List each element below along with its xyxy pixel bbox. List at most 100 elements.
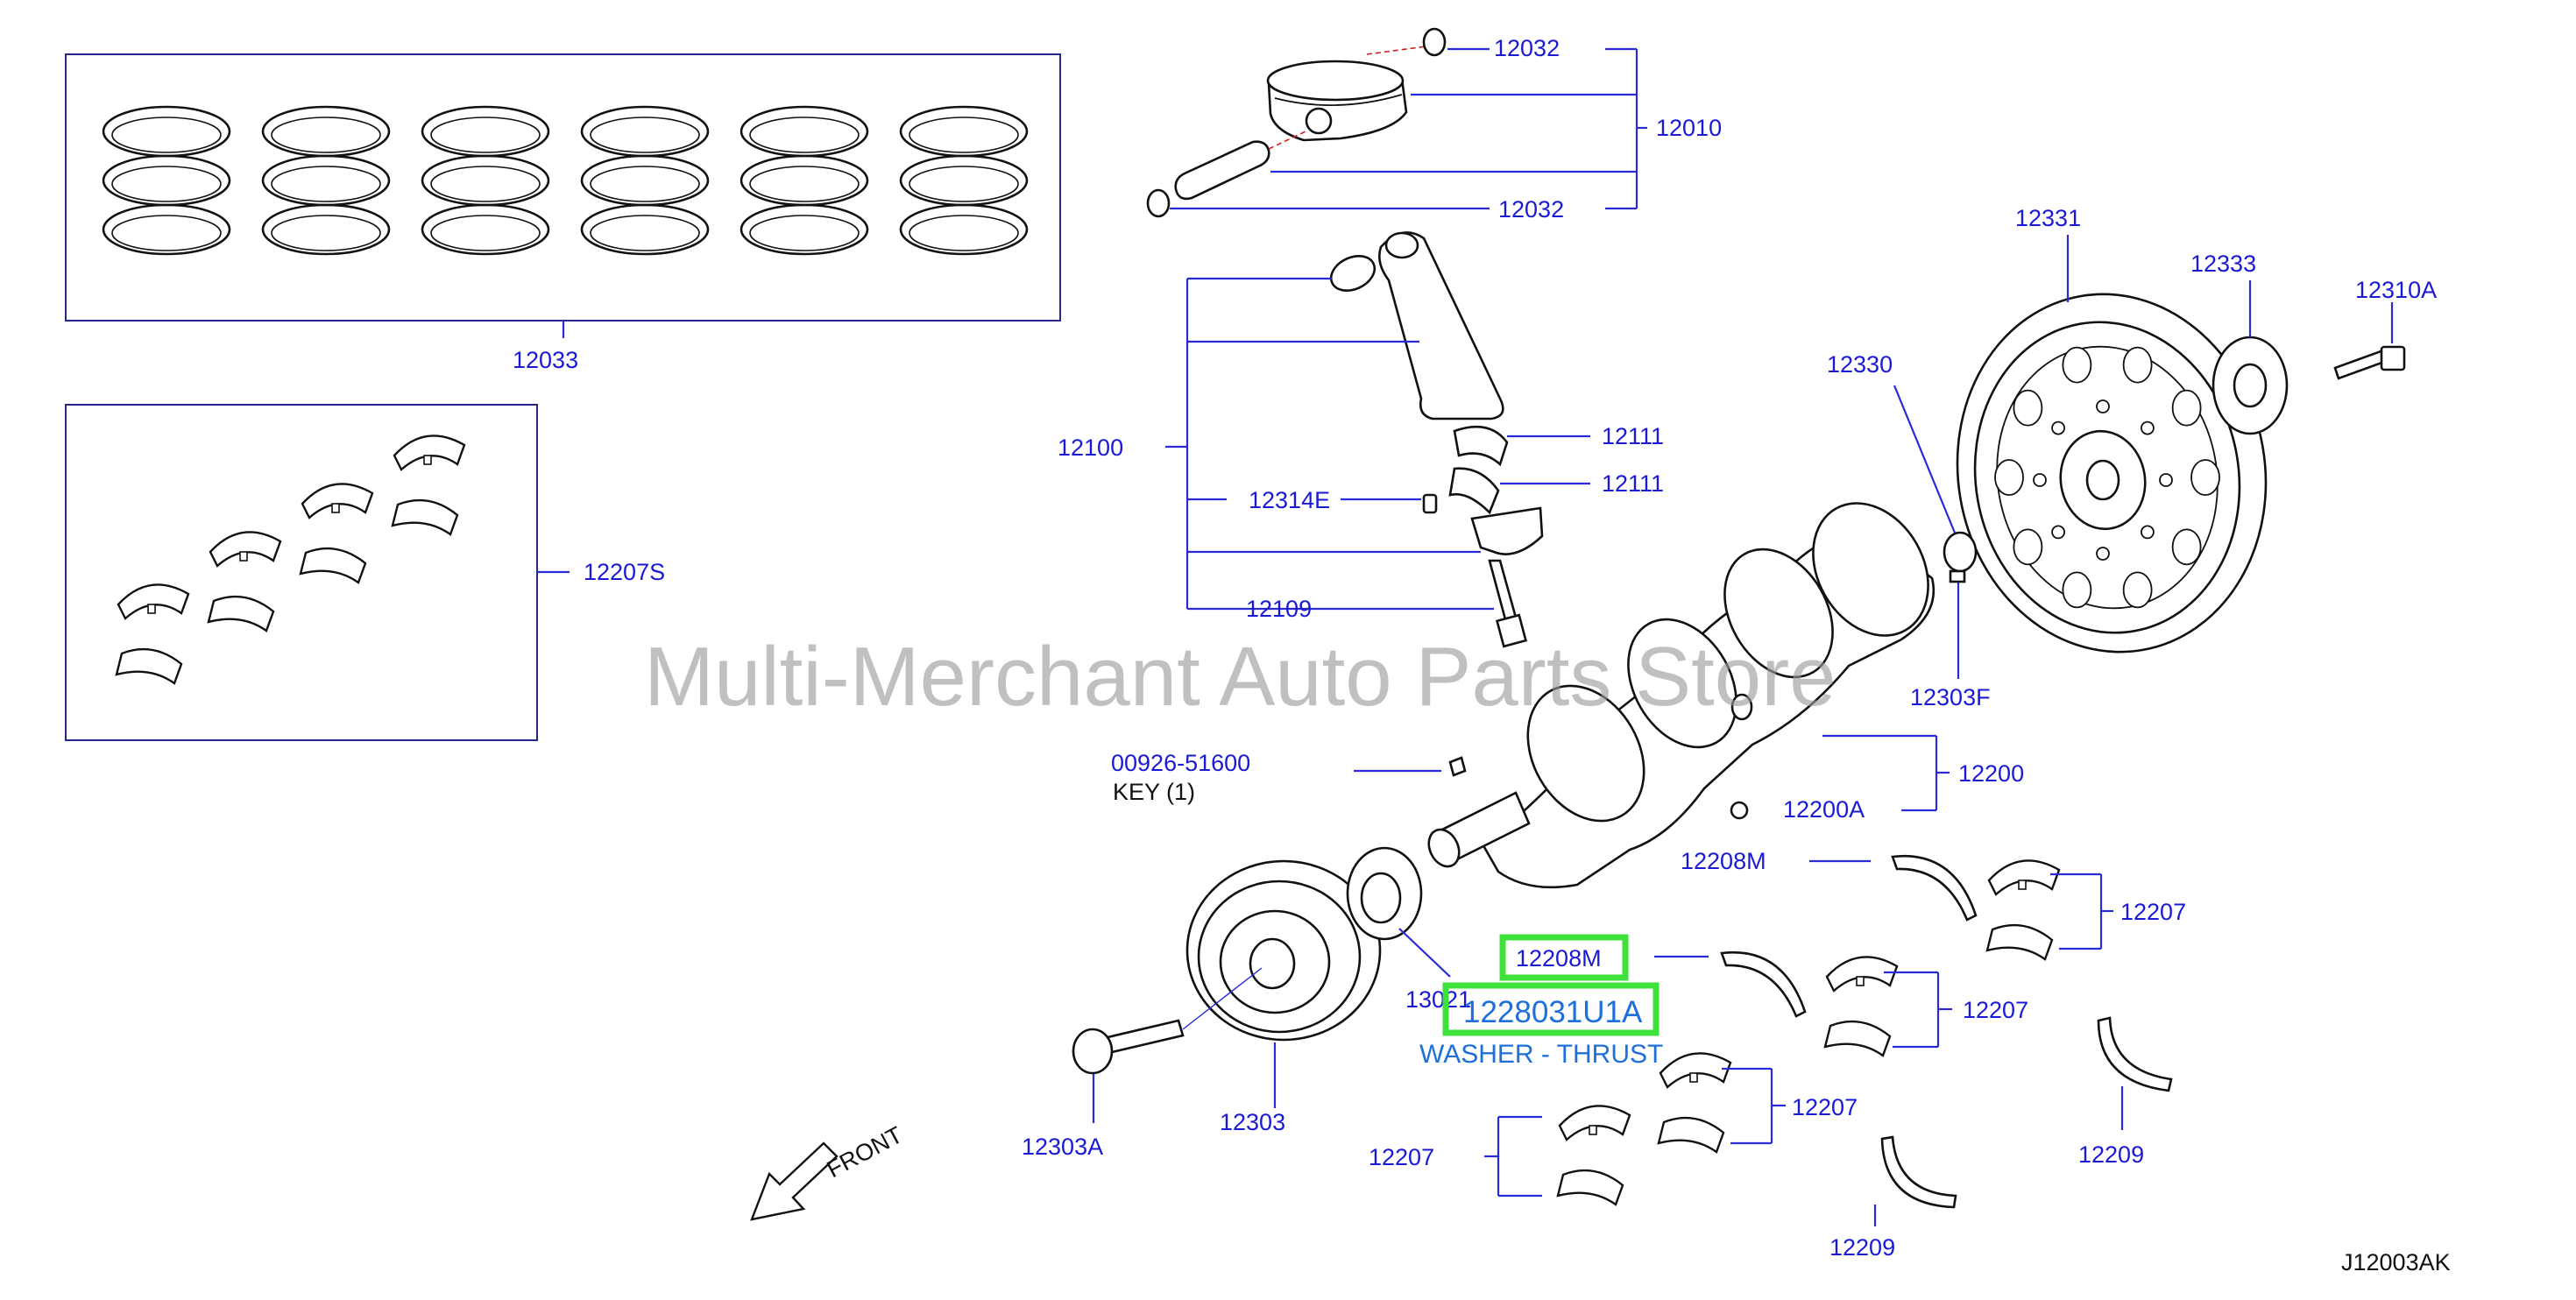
bearing-shell-upper xyxy=(393,435,466,471)
piston-ring xyxy=(580,154,710,207)
piston-crown xyxy=(1266,60,1405,102)
reinforcement-plate-bore xyxy=(2233,363,2268,408)
piston-ring xyxy=(421,105,550,158)
piston-ring xyxy=(580,105,710,158)
rod-bolt-shaft xyxy=(1488,559,1518,621)
leader-12330 xyxy=(1893,385,1960,542)
bearing-oil-hole xyxy=(1856,976,1865,986)
highlight-box-number xyxy=(1442,982,1660,1036)
bearing-oil-hole xyxy=(331,503,340,513)
bearing-shell-lower xyxy=(1985,923,2054,961)
bearing-shell-upper xyxy=(1825,956,1899,993)
bearing-set-group: 12207S xyxy=(65,404,665,741)
label-12209-bottom[interactable]: 12209 xyxy=(1829,1234,1895,1261)
piston-ring-inner-edge xyxy=(271,215,381,251)
piston-ring xyxy=(421,203,550,256)
crank-web-2 xyxy=(1627,618,1737,749)
label-12111-a[interactable]: 12111 xyxy=(1602,423,1664,449)
snap-ring-top xyxy=(1422,27,1447,57)
pulley-axis-line xyxy=(1182,967,1263,1030)
flywheel-bolt-hole xyxy=(2096,547,2110,561)
highlight-box-part xyxy=(1499,934,1629,981)
flywheel-bolt-hole xyxy=(2141,525,2155,540)
label-12303F[interactable]: 12303F xyxy=(1910,684,1991,710)
label-12010[interactable]: 12010 xyxy=(1656,115,1722,141)
piston-ring-inner-edge xyxy=(749,166,860,202)
crank-plug-12200A xyxy=(1730,801,1749,820)
bearing-oil-hole xyxy=(423,455,432,465)
piston-assembly: 12032 12010 12032 xyxy=(1146,27,1722,223)
bearing-oil-hole xyxy=(2018,880,2027,890)
piston-ring-inner-edge xyxy=(590,215,700,251)
label-12207-r3[interactable]: 12207 xyxy=(1792,1094,1858,1120)
thrust-washer-highlighted xyxy=(1720,950,1807,1018)
rod-bolt-head xyxy=(1495,613,1528,648)
flywheel-bolt-hole xyxy=(2051,525,2065,540)
bearing-shell-upper xyxy=(209,531,282,568)
highlight-part-number[interactable]: 1228031U1A xyxy=(1463,995,1643,1029)
piston-ring xyxy=(102,105,231,158)
front-pulley-assembly: 13021 12303 12303A xyxy=(1022,846,1471,1160)
label-12207-r1[interactable]: 12207 xyxy=(2120,899,2186,925)
label-12100[interactable]: 12100 xyxy=(1058,435,1123,461)
crankshaft-nose-end xyxy=(1427,828,1461,868)
label-00926-51600[interactable]: 00926-51600 xyxy=(1111,750,1250,776)
label-13021[interactable]: 13021 xyxy=(1405,986,1471,1013)
bearing-oil-hole xyxy=(1589,1125,1597,1135)
bearing-shell-upper xyxy=(1987,859,2061,896)
bearing-shell-lower xyxy=(1823,1020,1892,1057)
label-12109[interactable]: 12109 xyxy=(1246,596,1312,622)
piston-ring xyxy=(421,154,550,207)
piston-ring-inner-edge xyxy=(430,215,541,251)
thrust-washer-right xyxy=(2097,1016,2173,1092)
bearing-shell-lower xyxy=(207,595,275,632)
crank-sprocket-bore xyxy=(1360,872,1402,924)
pilot-pin xyxy=(1949,569,1966,583)
label-12207-r2[interactable]: 12207 xyxy=(1963,997,2028,1023)
bearing-oil-hole xyxy=(1689,1072,1698,1083)
woodruff-key xyxy=(1448,756,1467,777)
piston-ring-groove xyxy=(1274,94,1403,106)
piston-ring-inner-edge xyxy=(909,215,1019,251)
piston-axis-line xyxy=(1366,45,1433,55)
label-12032-top[interactable]: 12032 xyxy=(1494,35,1560,61)
bearing-shells-boxed xyxy=(115,435,466,685)
crank-web-1 xyxy=(1526,684,1645,823)
flywheel-lightening-hole xyxy=(2122,346,2153,384)
label-12200[interactable]: 12200 xyxy=(1958,760,2024,787)
crankshaft-assembly: 00926-51600 KEY (1) 12200 12200A xyxy=(1111,502,2024,889)
label-12032-bottom[interactable]: 12032 xyxy=(1498,196,1564,223)
label-12303A[interactable]: 12303A xyxy=(1022,1134,1103,1160)
label-12333[interactable]: 12333 xyxy=(2190,251,2256,277)
label-12208M[interactable]: 12208M xyxy=(1681,848,1766,874)
label-12207-left[interactable]: 12207 xyxy=(1369,1144,1434,1170)
thrust-washer-top xyxy=(1891,854,1978,922)
front-indicator: FRONT xyxy=(750,1121,907,1221)
label-12303[interactable]: 12303 xyxy=(1220,1109,1285,1135)
flywheel-lightening-hole xyxy=(2062,571,2092,609)
flywheel-lightening-hole xyxy=(2171,389,2202,427)
piston-ring-inner-edge xyxy=(271,166,381,202)
label-12330[interactable]: 12330 xyxy=(1827,351,1893,378)
piston-ring xyxy=(261,203,391,256)
bearing-shell-pair xyxy=(1985,859,2061,961)
highlight-part-label[interactable]: 12208M xyxy=(1516,945,1602,971)
flywheel-lightening-hole xyxy=(1994,459,2024,496)
label-12314E[interactable]: 12314E xyxy=(1249,487,1330,513)
label-12310A[interactable]: 12310A xyxy=(2355,277,2437,303)
label-12200A[interactable]: 12200A xyxy=(1783,796,1865,823)
label-12207S[interactable]: 12207S xyxy=(584,559,665,585)
bearing-shell-pair xyxy=(207,531,282,632)
label-12331[interactable]: 12331 xyxy=(2015,205,2081,231)
bearing-shell-lower xyxy=(1556,1169,1624,1206)
label-12209-right[interactable]: 12209 xyxy=(2078,1141,2144,1168)
piston-ring xyxy=(261,154,391,207)
label-12111-b[interactable]: 12111 xyxy=(1602,470,1664,497)
bearing-shell-upper xyxy=(1659,1052,1732,1089)
flywheel-lightening-hole xyxy=(2013,389,2043,427)
label-12033[interactable]: 12033 xyxy=(513,347,578,373)
highlight-description: WASHER - THRUST xyxy=(1419,1040,1663,1069)
crank-web-4 xyxy=(1812,502,1929,637)
label-key: KEY (1) xyxy=(1113,779,1195,805)
bearing-shell-pair xyxy=(1823,956,1899,1057)
